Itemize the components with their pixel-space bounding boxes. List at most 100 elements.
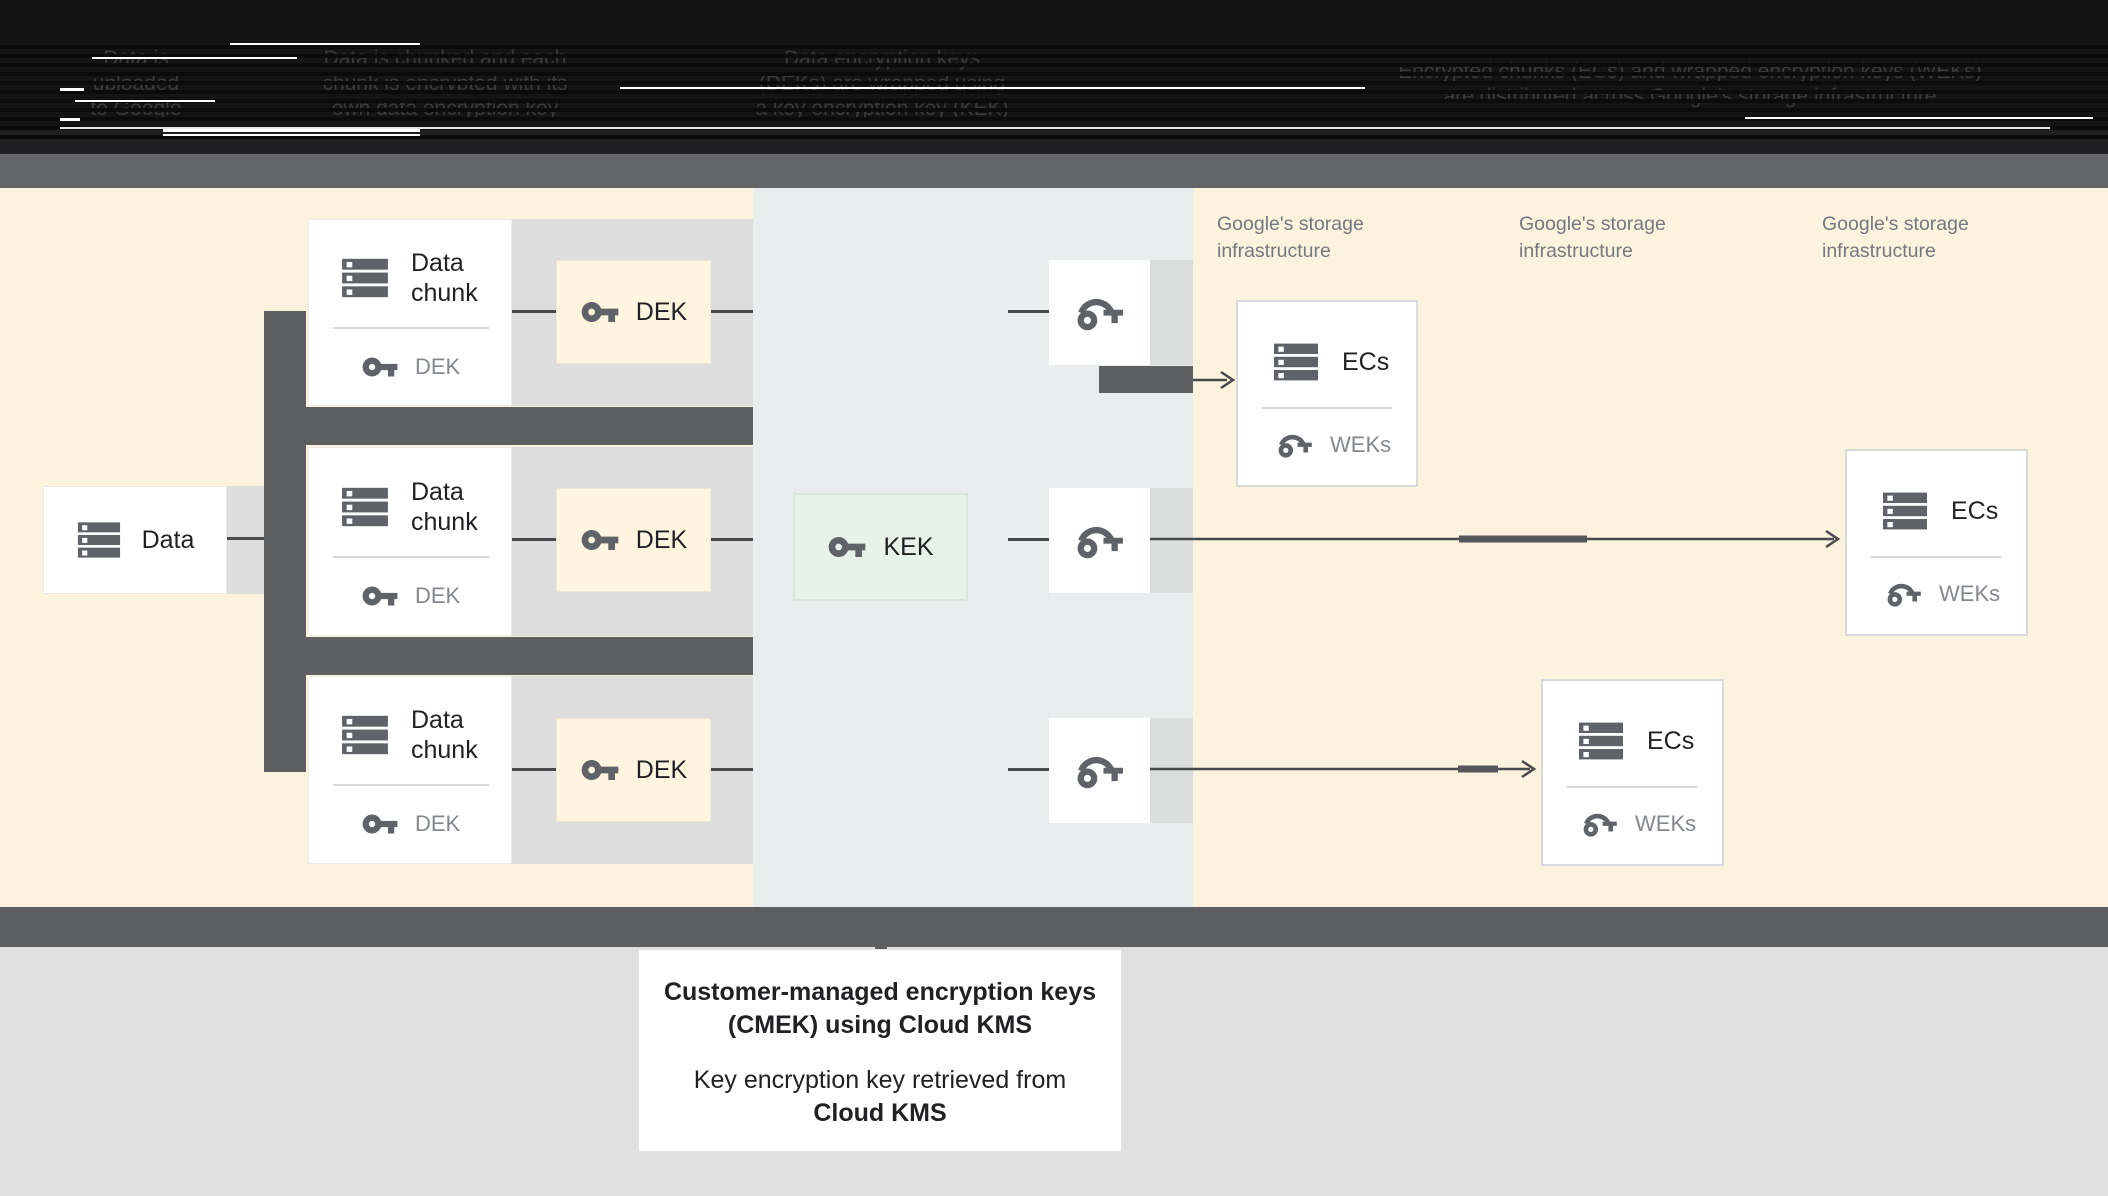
banner-scanline-glitch [0,40,2108,140]
key-icon [829,537,866,557]
connector-wrap2-in [1008,538,1049,541]
dek-label: DEK [635,525,688,554]
key-icon [362,357,398,377]
storage-label-line2: infrastructure [1217,240,1331,262]
chunk-title-row: Data chunk [337,477,478,537]
dek-box-1: DEK [556,260,711,364]
footer-callout-box: Customer-managed encryption keys (CMEK) … [638,949,1122,1152]
key-icon [581,760,619,780]
chunk-title-row: Data chunk [337,705,478,765]
wrap1-dark-band [1099,366,1193,393]
wrapped-key-icon [1074,745,1126,797]
data-chunk-box-1: Data chunk DEK [308,219,512,406]
footer-body-line1: Key encryption key retrieved from [693,1066,1067,1094]
chunk-dek-label: DEK [415,583,461,608]
storage-label-2: Google's storage infrastructure [1519,211,1666,265]
footer-title-line2: (CMEK) using Cloud KMS [727,1011,1033,1039]
dek-box-2: DEK [556,488,711,592]
connector-chunk1-dek1 [512,310,556,313]
data-icon [77,522,120,558]
weks-label: WEKs [1330,432,1392,457]
bottom-divider-bar [0,907,2108,947]
glitch-block-inner [163,132,420,134]
key-icon [362,814,398,834]
arrow-to-ecs-2 [1150,529,1841,549]
dek-label: DEK [635,755,688,784]
storage-label-line1: Google's storage [1519,213,1666,235]
data-chunk-icon [342,258,388,298]
wrapped-key-icon [1581,805,1619,843]
kek-box: KEK [793,493,968,601]
data-chunk-icon [342,715,388,755]
footer-paragraph-gap [639,1042,1121,1064]
arrow-thick-dash [1459,535,1587,543]
ecs-title-row: ECs [1270,338,1389,386]
data-box-label: Data [141,525,195,554]
chunk-key-row: DEK [361,348,460,386]
chunk-title-line2: chunk [411,279,478,307]
data-box: Data [43,486,227,594]
arrow-thick-dash [1458,765,1498,773]
wrapped-key-icon [1074,515,1126,567]
connector-dek1-out [710,310,753,313]
fanout-trunk [264,311,306,772]
storage-label-line1: Google's storage [1217,213,1364,235]
connector-data-trunk [227,537,264,540]
ecs-box-1: ECs WEKs [1236,300,1418,487]
ecs-key-row: WEKs [1581,805,1696,843]
ecs-icon [1579,722,1623,760]
glitch-line [75,100,215,102]
glitch-line [60,88,84,91]
ecs-divider [1871,556,2001,558]
wrap3-band [1150,718,1193,823]
caption-banner: Data is uploaded to Google Data is chunk… [0,0,2108,154]
ecs-label: ECs [1647,726,1695,755]
top-divider-bar [0,154,2108,188]
key-icon [581,302,619,322]
wrapped-key-icon [1885,575,1923,613]
chunk-title-line1: Data [411,249,464,277]
glitch-line [92,57,297,59]
ecs-label: ECs [1951,496,1999,525]
connector-dek3-out [710,768,753,771]
wrapped-key-icon [1074,287,1126,339]
ecs-divider [1262,407,1392,409]
ecs-box-3: ECs WEKs [1541,679,1724,866]
connector-wrap1-in [1008,310,1049,313]
chunk-key-row: DEK [361,805,460,843]
glitch-line [620,87,1365,89]
fanout-band-2 [264,637,753,675]
key-icon [581,530,619,550]
connector-chunk3-dek3 [512,768,556,771]
chunk-title-line2: chunk [411,736,478,764]
wrapped-key-box-1 [1049,260,1150,365]
weks-label: WEKs [1939,581,2001,606]
glitch-line [230,43,420,45]
storage-label-line2: infrastructure [1822,240,1936,262]
glitch-line [60,127,2050,129]
wrapped-key-icon [1276,426,1314,464]
connector-dek2-out [710,538,753,541]
ecs-box-2: ECs WEKs [1845,449,2028,636]
storage-label-line1: Google's storage [1822,213,1969,235]
wrapped-key-box-2 [1049,488,1150,593]
wrapped-key-box-3 [1049,718,1150,823]
glitch-line [60,118,80,121]
ecs-icon [1274,343,1318,381]
fanout-band-1 [264,407,753,445]
ecs-key-row: WEKs [1885,575,2000,613]
dek-label: DEK [635,297,688,326]
chunk-title-line1: Data [411,478,464,506]
chunk-dek-label: DEK [415,811,461,836]
chunk-title-row: Data chunk [337,248,478,308]
wrap2-band [1150,488,1193,593]
data-chunk-box-3: Data chunk DEK [308,676,512,864]
storage-label-line2: infrastructure [1519,240,1633,262]
ecs-divider [1567,786,1697,788]
footer-connector-nub [875,945,887,951]
arrow-to-ecs-1 [1193,370,1236,390]
ecs-title-row: ECs [1879,487,1998,535]
chunk-key-row: DEK [361,577,460,615]
chunk-divider [333,556,489,558]
